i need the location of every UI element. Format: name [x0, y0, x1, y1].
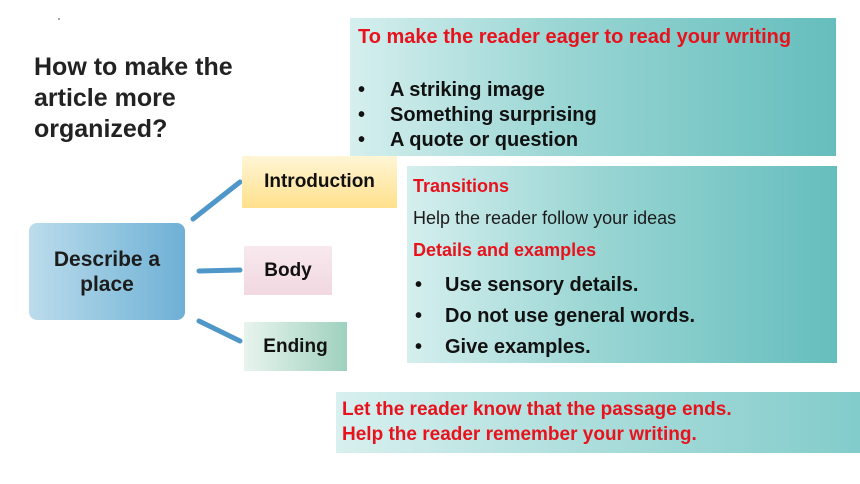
item-text-2: Give examples. — [445, 336, 591, 358]
hub-line-1: Describe a — [53, 247, 161, 271]
list-item: • Something surprising — [350, 103, 597, 128]
list-item: • A striking image — [350, 78, 597, 103]
introduction-list: •A striking image •Something surprising … — [350, 78, 597, 153]
transitions-text: Help the reader follow your ideas — [413, 208, 677, 228]
list-item: • A quote or question — [350, 128, 597, 153]
list-item: • Give examples. — [407, 332, 695, 363]
body-box: Transitions Help the reader follow your … — [407, 166, 837, 363]
topic-hub: Describe a place — [29, 223, 185, 320]
details-list: • Use sensory details. • Do not use genera… — [407, 270, 695, 363]
details-heading: Details and examples — [413, 240, 597, 260]
connector-ending — [196, 318, 243, 344]
ending-line-2: Help the reader remember your writing. — [342, 424, 697, 445]
node-body: Body — [244, 246, 332, 295]
item-text-0: Use sensory details. — [445, 274, 639, 296]
decorative-dot — [58, 18, 60, 20]
bullet-0: • — [358, 79, 366, 101]
item-text-1: Something surprising — [390, 104, 597, 126]
node-ending: Ending — [244, 322, 347, 371]
bullet-0: • — [415, 274, 423, 296]
bullet-2: • — [358, 129, 366, 151]
page-question: How to make the article more organized? — [34, 53, 233, 143]
item-text-1: Do not use general words. — [445, 305, 696, 327]
connector-body — [196, 267, 243, 274]
connector-introduction — [190, 179, 243, 222]
bullet-2: • — [415, 336, 423, 358]
list-item: • Do not use general words. — [407, 301, 695, 332]
ending-line-1: Let the reader know that the passage end… — [342, 399, 732, 420]
hub-line-2: place — [80, 272, 134, 296]
introduction-box: To make the reader eager to read your wr… — [350, 18, 836, 156]
introduction-heading: To make the reader eager to read your wr… — [358, 26, 792, 48]
transitions-heading: Transitions — [413, 176, 510, 196]
bullet-1: • — [415, 305, 423, 327]
list-item: • Use sensory details. — [407, 270, 695, 301]
bullet-1: • — [358, 104, 366, 126]
node-introduction: Introduction — [242, 156, 397, 208]
item-text-2: A quote or question — [390, 129, 579, 151]
ending-box: Let the reader know that the passage end… — [336, 392, 860, 453]
item-text-0: A striking image — [390, 79, 545, 101]
